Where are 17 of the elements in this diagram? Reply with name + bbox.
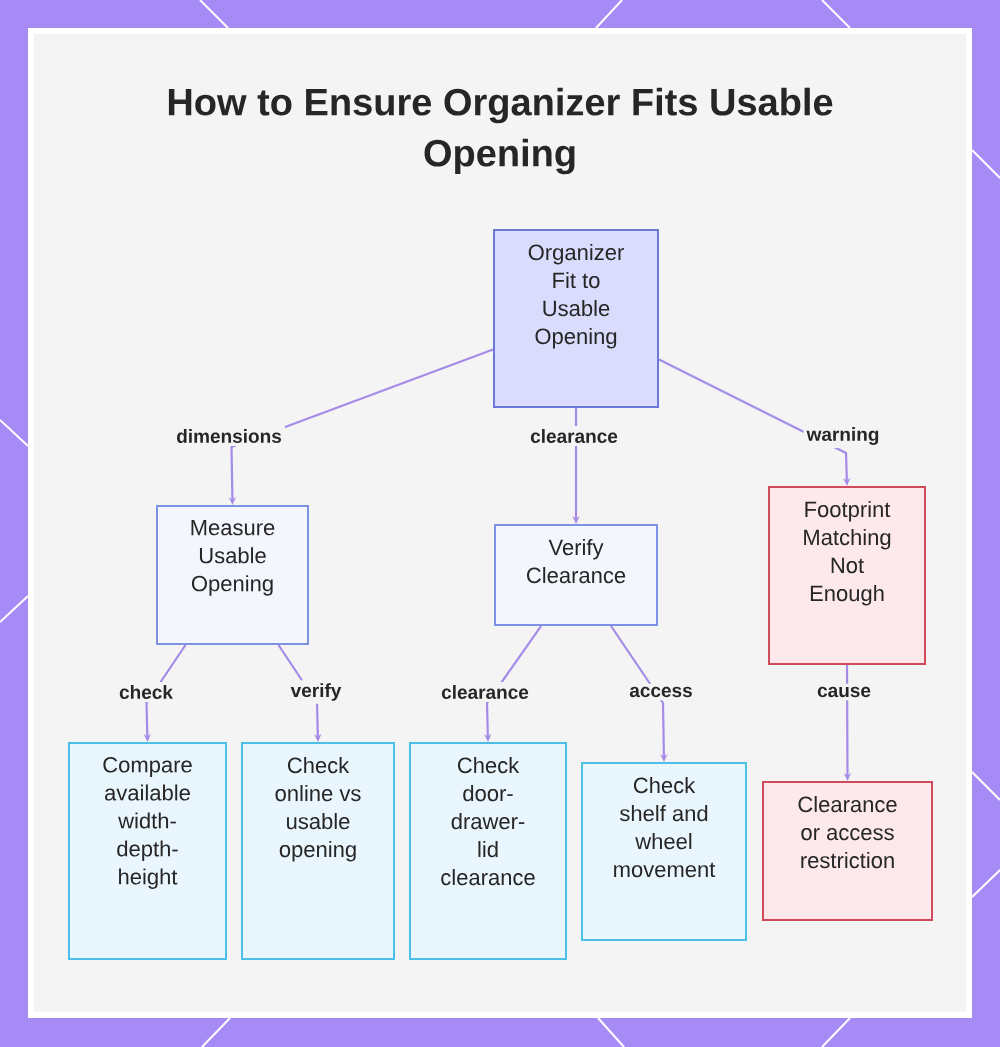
edge-label: verify [287,680,345,704]
edge-label: clearance [438,682,532,702]
process-box: Measure Usable Opening [156,505,309,645]
task-box: Check shelf and wheel movement [581,762,747,941]
title: How to Ensure Organizer Fits Usable Opening [168,87,833,175]
edge-label: dimensions [173,426,285,446]
task-box: Check online vs usable opening [241,742,395,960]
edge-label: check [116,682,176,702]
connector-arrow [610,625,668,762]
task-box: Check door-drawer-lid clearance [409,742,567,960]
edge-label: warning [803,424,883,448]
edge-label: clearance [527,426,621,446]
warning-box: Clearance or access restriction [762,781,933,921]
task-box: Compare available width-depth-height [68,742,227,960]
topic-box: Organizer Fit to Usable Opening [493,229,659,408]
process-box: Verify Clearance [494,524,658,626]
warning-box: Footprint Matching Not Enough [768,486,926,665]
